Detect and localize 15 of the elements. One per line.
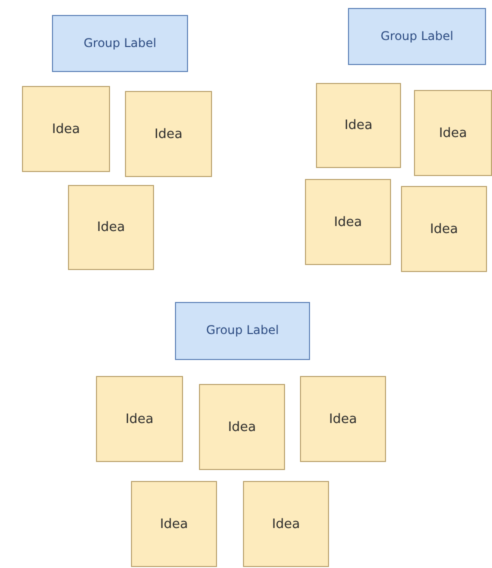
sticky-note: Idea xyxy=(401,186,487,272)
sticky-note: Idea xyxy=(199,384,285,470)
group-label: Group Label xyxy=(348,8,486,65)
sticky-note: Idea xyxy=(96,376,183,462)
sticky-note: Idea xyxy=(125,91,212,177)
group-label: Group Label xyxy=(52,15,188,72)
sticky-note: Idea xyxy=(243,481,329,567)
group-label: Group Label xyxy=(175,302,310,360)
sticky-note: Idea xyxy=(305,179,391,265)
sticky-note: Idea xyxy=(414,90,492,176)
sticky-note: Idea xyxy=(68,185,154,270)
sticky-note: Idea xyxy=(300,376,386,462)
sticky-note: Idea xyxy=(131,481,217,567)
sticky-note: Idea xyxy=(22,86,110,172)
sticky-note: Idea xyxy=(316,83,401,168)
